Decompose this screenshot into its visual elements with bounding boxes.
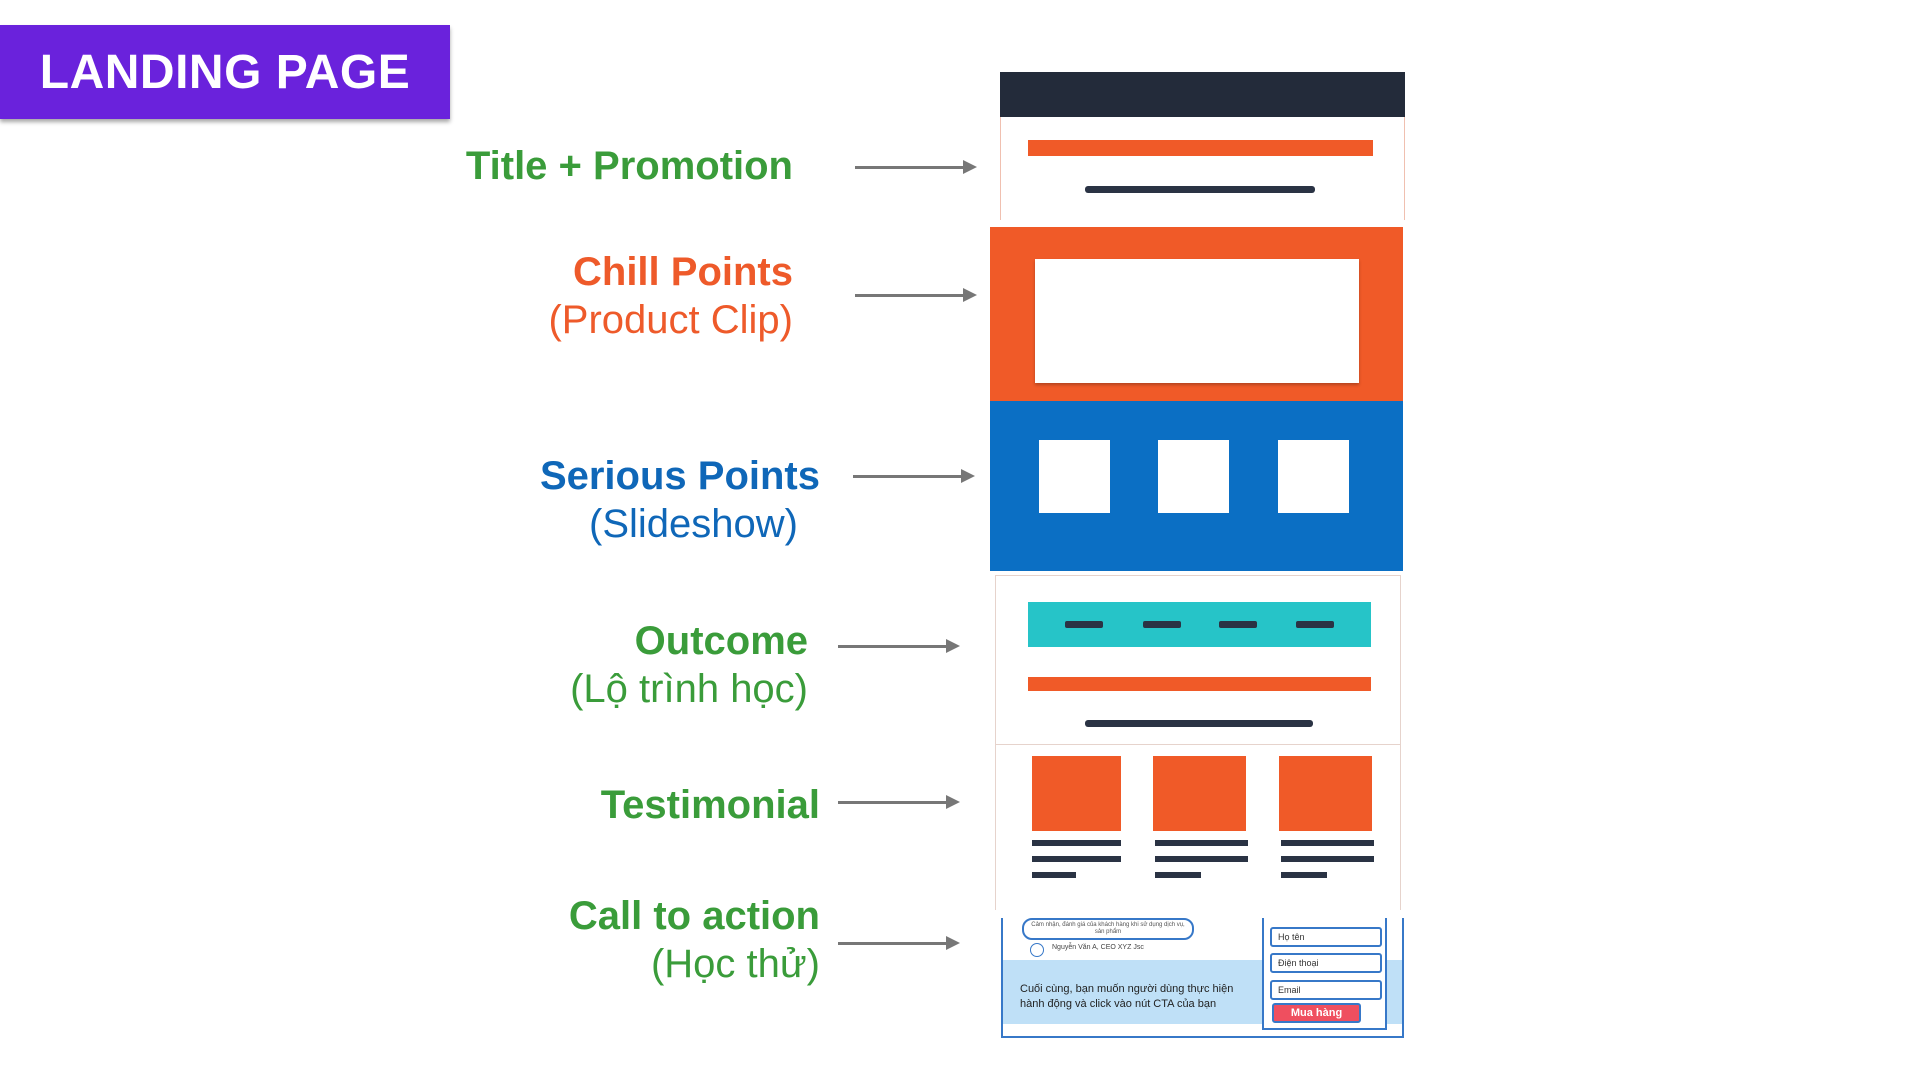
- mockup-text-line: [1155, 840, 1248, 846]
- mockup-roadmap-step: [1065, 621, 1103, 628]
- mockup-roadmap-step: [1143, 621, 1181, 628]
- mockup-slide: [1278, 440, 1349, 513]
- page-title: LANDING PAGE: [39, 45, 411, 99]
- mockup-title-bar: [1028, 140, 1373, 156]
- mockup-product-clip: [1035, 259, 1359, 383]
- label-subtitle: (Học thử): [650, 942, 820, 986]
- label-subtitle: (Slideshow): [589, 502, 798, 546]
- mockup-promo-line: [1085, 186, 1315, 193]
- mockup-text-line: [1281, 872, 1327, 878]
- mockup-cta-text: Cuối cùng, bạn muốn người dùng thực hiện…: [1020, 983, 1234, 1010]
- label-subtitle: (Lộ trình học): [570, 667, 808, 711]
- email-field[interactable]: Email: [1270, 980, 1382, 1000]
- mockup-quote-bubble: Cảm nhận, đánh giá của khách hàng khi sử…: [1022, 918, 1194, 940]
- arrow-serious-points: [853, 469, 975, 483]
- label-title: Call to action: [568, 894, 820, 938]
- mockup-text-line: [1032, 856, 1121, 862]
- mockup-quote-text: Cảm nhận, đánh giá của khách hàng khi sử…: [1031, 922, 1185, 935]
- arrow-call-to-action: [838, 936, 960, 950]
- label-title-promotion: Title + Promotion: [400, 142, 793, 190]
- label-call-to-action: Call to action (Học thử): [400, 892, 820, 988]
- mockup-testimonial-photo: [1279, 756, 1372, 831]
- label-outcome: Outcome (Lộ trình học): [400, 617, 808, 713]
- mockup-testimonial-photo: [1032, 756, 1121, 831]
- mockup-slide: [1158, 440, 1229, 513]
- mockup-text-line: [1281, 856, 1374, 862]
- mockup-quote-author: Nguyễn Văn A, CEO XYZ Jsc: [1052, 944, 1144, 951]
- mockup-text-line: [1032, 840, 1121, 846]
- mockup-roadmap-step: [1219, 621, 1257, 628]
- mockup-outcome-bar: [1028, 677, 1371, 691]
- mockup-outcome-line: [1085, 720, 1313, 727]
- label-title: Serious Points: [539, 454, 820, 498]
- label-serious-points: Serious Points (Slideshow): [400, 452, 820, 548]
- page-title-banner: LANDING PAGE: [0, 25, 450, 119]
- label-subtitle: (Product Clip): [548, 298, 793, 342]
- mockup-text-line: [1281, 840, 1374, 846]
- mockup-title-section: [1000, 117, 1405, 220]
- mockup-header: [1000, 72, 1405, 117]
- arrow-outcome: [838, 639, 960, 653]
- phone-field[interactable]: Điện thoại: [1270, 953, 1382, 973]
- mockup-text-line: [1155, 856, 1248, 862]
- buy-button[interactable]: Mua hàng: [1272, 1003, 1361, 1023]
- label-chill-points: Chill Points (Product Clip): [400, 248, 793, 344]
- mockup-testimonial-photo: [1153, 756, 1246, 831]
- avatar-icon: [1030, 943, 1044, 957]
- label-testimonial: Testimonial: [400, 781, 820, 829]
- label-title: Testimonial: [600, 783, 820, 827]
- mockup-text-line: [1155, 872, 1201, 878]
- arrow-testimonial: [838, 795, 960, 809]
- mockup-roadmap-step: [1296, 621, 1334, 628]
- mockup-slide: [1039, 440, 1110, 513]
- label-title: Chill Points: [573, 250, 793, 294]
- label-title: Outcome: [634, 619, 808, 663]
- label-title: Title + Promotion: [465, 144, 793, 188]
- arrow-title-promotion: [855, 160, 977, 174]
- mockup-text-line: [1032, 872, 1076, 878]
- name-field[interactable]: Họ tên: [1270, 927, 1382, 947]
- arrow-chill-points: [855, 288, 977, 302]
